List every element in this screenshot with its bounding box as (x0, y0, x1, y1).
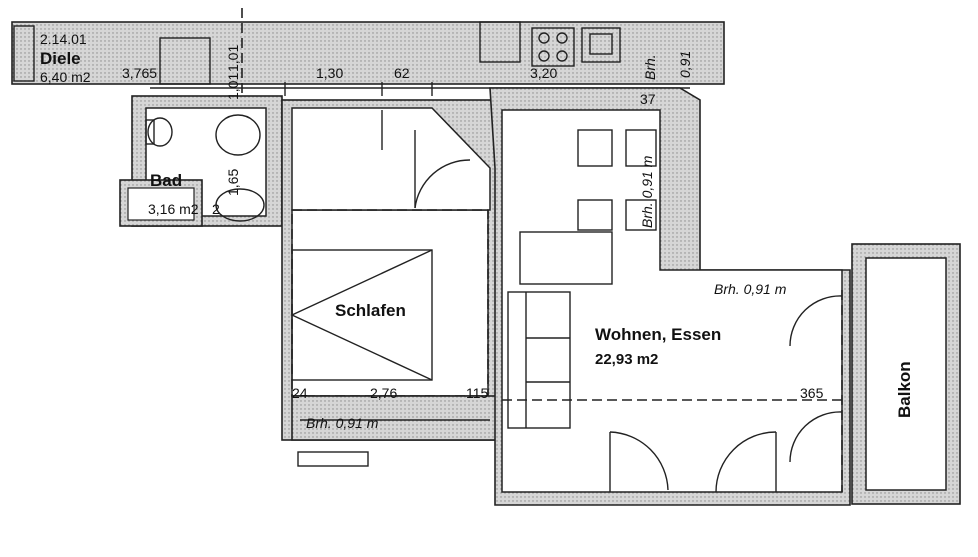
note-brh-top: Brh. (642, 54, 658, 80)
sideboard-icon (519, 231, 613, 285)
kitchen-sink-icon (581, 27, 621, 63)
room-area-bad: 3,16 m2 (148, 201, 199, 217)
bedroom-door-icon (381, 110, 471, 209)
dining-table-icon (577, 129, 657, 231)
note-brh-right: Brh. 0,91 m (714, 281, 787, 297)
dim-62: 62 (394, 65, 410, 81)
dim-37: 37 (640, 91, 656, 107)
bed-icon (290, 249, 433, 381)
shower-icon (215, 114, 265, 222)
living-room-walls (489, 87, 851, 506)
toilet-icon (145, 117, 173, 147)
room-area-wohnen: 22,93 m2 (595, 351, 658, 368)
room-label-diele: Diele (40, 49, 81, 68)
dim-130: 1,30 (316, 65, 343, 81)
dim-24: 24 (292, 385, 308, 401)
balcony (851, 243, 961, 505)
kitchen-stove-icon (531, 27, 575, 67)
dim-376: 3,765 (122, 65, 157, 81)
room-code-diele: 2.14.01 (40, 31, 87, 47)
dim-320: 3,20 (530, 65, 557, 81)
dim-365: 365 (800, 385, 824, 401)
sofa-icon (507, 291, 571, 429)
note-brh-bottom: Brh. 0,91 m (306, 415, 379, 431)
living-door-icons (609, 295, 843, 493)
dim-115: 115 (466, 385, 489, 401)
note-brh-vertical: Brh. 0,91 m (639, 155, 655, 228)
room-label-wohnen: Wohnen, Essen (595, 325, 721, 344)
bedroom-south-wall (291, 395, 503, 441)
dim-165: 1,65 (225, 169, 241, 196)
dim-2: 2 (212, 201, 220, 217)
dim-101b: 1,01 (225, 73, 241, 100)
bathroom-walls (119, 95, 283, 227)
window-sill-icon (297, 451, 369, 467)
room-label-balkon: Balkon (895, 361, 914, 418)
bedroom-walls (281, 99, 503, 441)
room-area-diele: 6,40 m2 (40, 69, 91, 85)
dim-101: 1,01 (225, 45, 241, 72)
room-label-schlafen: Schlafen (335, 301, 406, 320)
top-corridor (11, 21, 725, 85)
room-label-bad: Bad (150, 171, 182, 190)
dim-91: 0,91 (677, 51, 693, 78)
dim-276: 2,76 (370, 385, 397, 401)
